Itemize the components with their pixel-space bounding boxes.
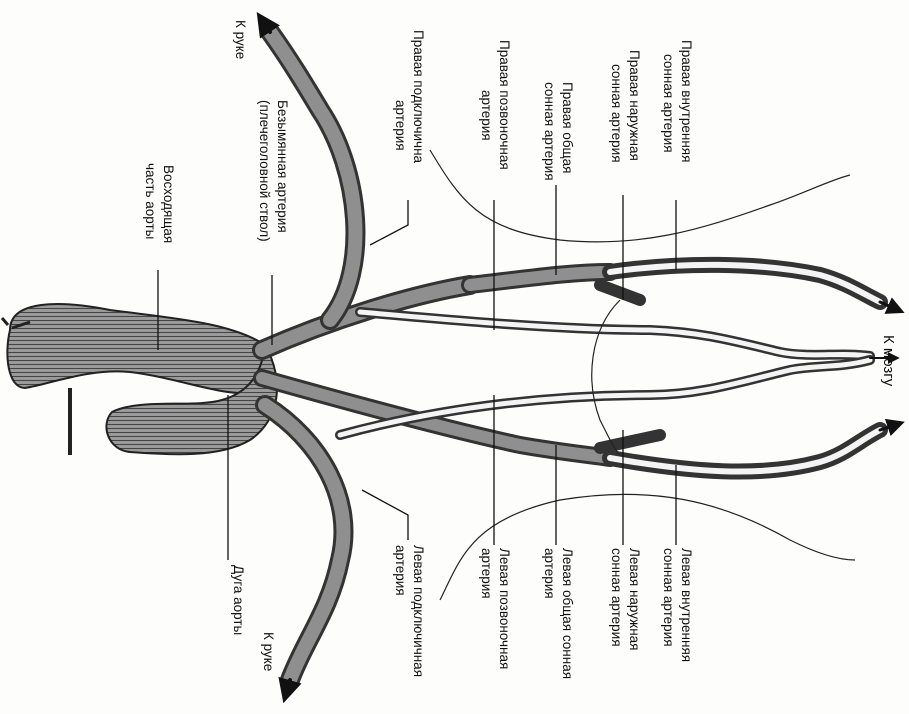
label-right-internal-carotid-2: сонная артерия bbox=[661, 54, 676, 153]
right-vessels bbox=[262, 20, 898, 356]
right-external-carotid-artery bbox=[600, 285, 640, 300]
label-left-vertebral-2: артерия bbox=[479, 548, 494, 599]
label-right-internal-carotid: Правая внутренняя bbox=[679, 40, 694, 162]
label-to-arm-right: К руке bbox=[233, 20, 248, 59]
label-left-external-carotid-2: сонная артерия bbox=[609, 548, 624, 647]
label-left-vertebral: Левая позвоночная bbox=[497, 548, 512, 669]
label-aortic-arch: Дуга аорты bbox=[231, 565, 246, 635]
label-left-common-carotid-2: артерия bbox=[542, 548, 557, 599]
label-left-internal-carotid: Левая внутренняя bbox=[679, 548, 694, 662]
label-to-brain: К мозгу bbox=[880, 335, 897, 387]
label-right-common-carotid-2: сонная артерия bbox=[542, 82, 557, 181]
label-right-subclavian: Правая подключична bbox=[411, 30, 426, 164]
ascending-aorta-shape bbox=[7, 304, 270, 393]
left-vessels bbox=[262, 358, 898, 694]
label-ascending-aorta: Восходящая bbox=[161, 165, 176, 243]
label-ascending-aorta-2: часть аорты bbox=[143, 163, 158, 239]
label-right-external-carotid: Правая наружная bbox=[627, 50, 642, 161]
label-brachiocephalic: Безымянная артерия bbox=[275, 100, 290, 233]
label-right-subclavian-2: артерия bbox=[393, 100, 408, 151]
label-right-vertebral-2: артерия bbox=[479, 90, 494, 141]
label-left-subclavian: Левая подключичная bbox=[411, 545, 426, 677]
label-left-external-carotid: Левая наружная bbox=[627, 548, 642, 650]
label-left-internal-carotid-2: сонная артерия bbox=[661, 548, 676, 647]
aorta bbox=[2, 304, 277, 455]
label-left-common-carotid: Левая общая сонная bbox=[560, 548, 575, 679]
label-right-vertebral: Правая позвоночная bbox=[497, 40, 512, 170]
label-right-common-carotid: Правая общая bbox=[560, 82, 575, 173]
label-brachiocephalic-2: (плечеголовной ствол) bbox=[257, 100, 272, 242]
label-to-arm-left: К руке bbox=[261, 632, 276, 671]
label-right-external-carotid-2: сонная артерия bbox=[609, 64, 624, 163]
label-left-subclavian-2: артерия bbox=[393, 545, 408, 596]
